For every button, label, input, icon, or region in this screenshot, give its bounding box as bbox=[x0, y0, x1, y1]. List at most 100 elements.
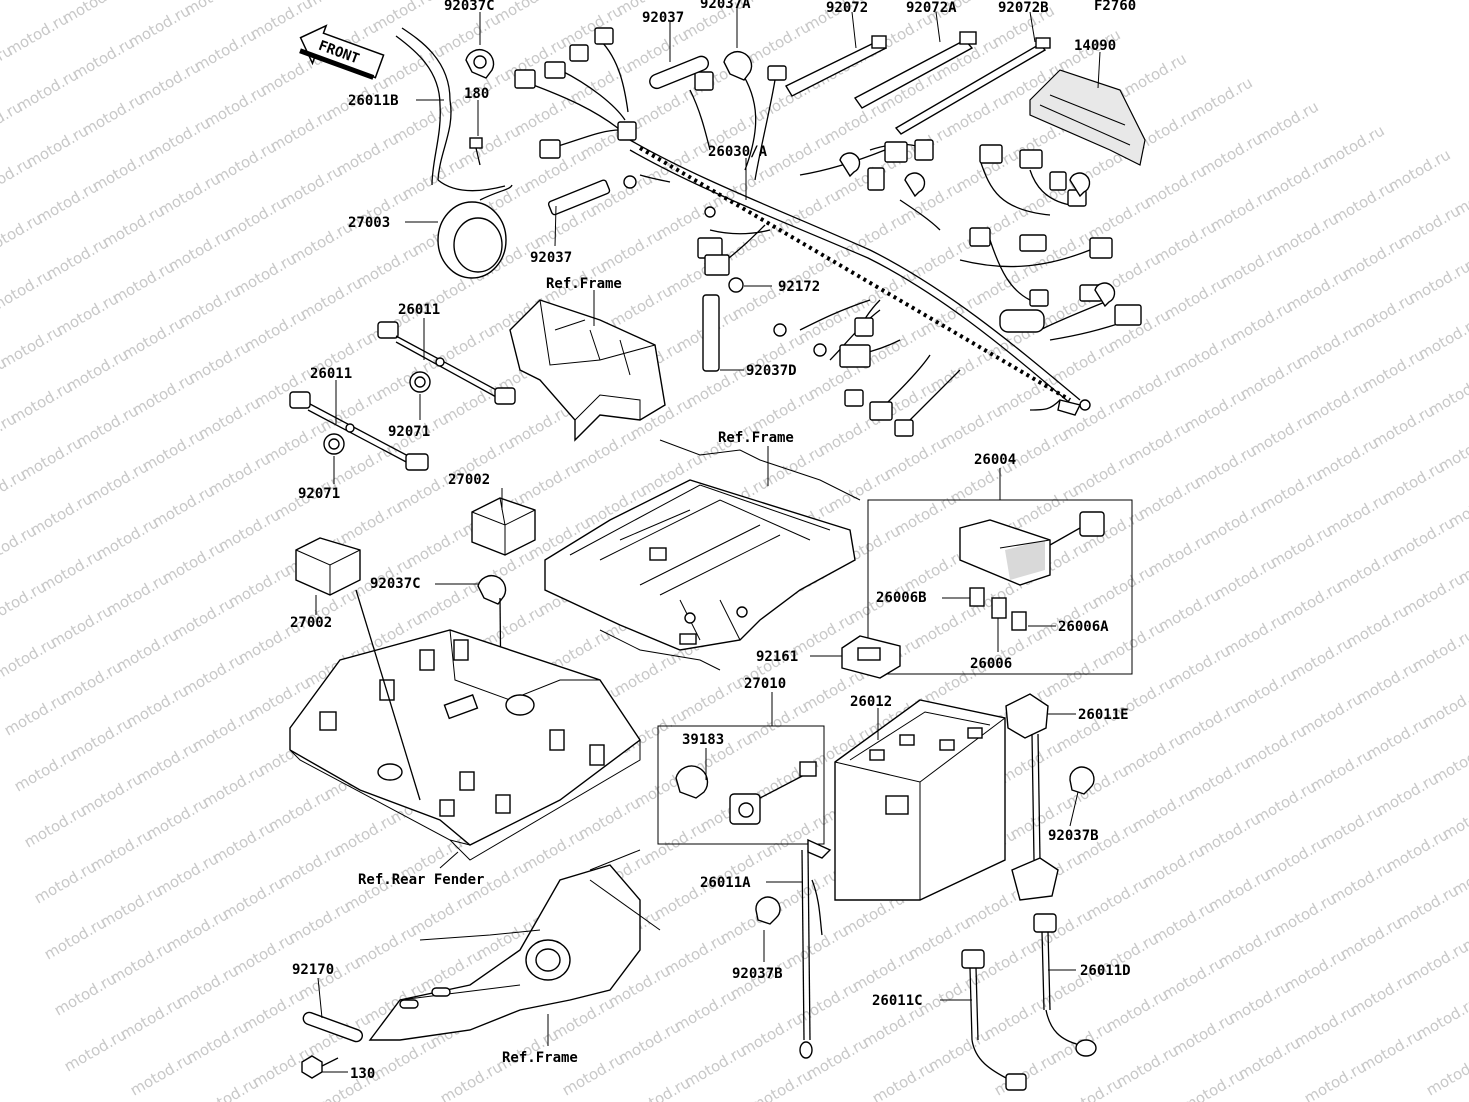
watermark-text: motod.ru bbox=[1369, 401, 1438, 451]
watermark-text: motod.ru bbox=[231, 249, 300, 299]
watermark-text: motod.ru bbox=[389, 97, 458, 147]
watermark-text: motod.ru bbox=[1195, 809, 1264, 859]
fusebox-26004 bbox=[959, 511, 1105, 586]
watermark-text: motod.ru bbox=[1049, 337, 1118, 387]
watermark-text: motod.ru bbox=[743, 697, 812, 747]
watermark-text: motod.ru bbox=[0, 577, 50, 627]
watermark-text: motod.ru bbox=[1343, 601, 1412, 651]
watermark-text: motod.ru bbox=[575, 793, 644, 843]
watermark-text: motod.ru bbox=[1125, 417, 1194, 467]
watermark-text: motod.ru bbox=[821, 97, 890, 147]
watermark-text: motod.ru bbox=[1161, 273, 1230, 323]
watermark-text: motod.ru bbox=[69, 33, 138, 83]
watermark-text: motod.ru bbox=[1113, 1041, 1182, 1091]
watermark-text: motod.ru bbox=[219, 873, 288, 923]
mid-frame bbox=[544, 439, 861, 671]
watermark-text: motod.ru bbox=[163, 905, 232, 955]
watermark-text: motod.ru bbox=[1149, 897, 1218, 947]
label-ref-rear-fender: Ref.Rear Fender bbox=[358, 872, 484, 888]
watermark-text: motod.ru bbox=[195, 393, 264, 443]
watermark-text: motod.ru bbox=[51, 969, 120, 1019]
band-92037d bbox=[702, 294, 720, 372]
label-26011e: 26011E bbox=[1078, 707, 1129, 723]
watermark-text: motod.ru bbox=[1347, 969, 1416, 1019]
watermark-text: motod.ru bbox=[1165, 641, 1234, 691]
watermark-text: motod.ru bbox=[57, 657, 126, 707]
watermark-text: motod.ru bbox=[143, 793, 212, 843]
watermark-text: motod.ru bbox=[87, 825, 156, 875]
label-92037b-right: 92037B bbox=[1048, 828, 1099, 844]
watermark-text: motod.ru bbox=[1287, 633, 1356, 683]
label-ref-frame-upper: Ref.Frame bbox=[546, 276, 622, 292]
clamp-92037a bbox=[723, 50, 753, 81]
watermark-text: motod.ru bbox=[1211, 553, 1280, 603]
watermark-text: motod.ru bbox=[1277, 577, 1346, 627]
tie-92072b bbox=[894, 37, 1051, 135]
watermark-text: motod.ru bbox=[1263, 153, 1332, 203]
watermark-text: motod.ru bbox=[183, 1017, 252, 1067]
watermark-text: motod.ru bbox=[1135, 473, 1204, 523]
watermark-text: motod.ru bbox=[125, 1, 194, 51]
watermark-text: motod.ru bbox=[179, 649, 248, 699]
battery-26012 bbox=[834, 699, 1006, 901]
watermark-text: motod.ru bbox=[63, 345, 132, 395]
watermark-text: motod.ru bbox=[1241, 721, 1310, 771]
watermark-text: motod.ru bbox=[795, 297, 864, 347]
relay-27002-b bbox=[295, 537, 361, 596]
watermark-text: motod.ru bbox=[265, 785, 334, 835]
watermark-text: motod.ru bbox=[297, 273, 366, 323]
watermark-text: motod.ru bbox=[403, 521, 472, 571]
watermark-text: motod.ru bbox=[1357, 1025, 1426, 1075]
watermark-text: motod.ru bbox=[337, 497, 406, 547]
watermark-text: motod.ru bbox=[1227, 297, 1296, 347]
watermark-text: motod.ru bbox=[155, 169, 224, 219]
watermark-text: motod.ru bbox=[173, 961, 242, 1011]
watermark-text: motod.ru bbox=[1185, 753, 1254, 803]
clamp-92037b-right bbox=[1069, 766, 1095, 795]
watermark-text: motod.ru bbox=[261, 417, 330, 467]
watermark-text: motod.ru bbox=[783, 921, 852, 971]
watermark-text: motod.ru bbox=[103, 569, 172, 619]
watermark-text: motod.ru bbox=[1, 689, 70, 739]
watermark-text: motod.ru bbox=[229, 929, 298, 979]
watermark-text: motod.ru bbox=[1197, 129, 1266, 179]
watermark-text: motod.ru bbox=[17, 433, 86, 483]
watermark-text: motod.ru bbox=[275, 841, 344, 891]
upper-frame-bracket bbox=[509, 299, 666, 442]
watermark-text: motod.ru bbox=[1069, 449, 1138, 499]
clip-39183 bbox=[675, 765, 709, 799]
watermark-text: motod.ru bbox=[113, 625, 182, 675]
watermark-text: motod.ru bbox=[1175, 697, 1244, 747]
watermark-text: motod.ru bbox=[1159, 953, 1228, 1003]
grommet-92071-b bbox=[323, 433, 345, 455]
watermark-text: motod.ru bbox=[1155, 585, 1224, 635]
lower-frame bbox=[368, 849, 661, 1041]
watermark-text: motod.ru bbox=[747, 1065, 816, 1102]
watermark-text: motod.ru bbox=[1363, 713, 1432, 763]
watermark-text: motod.ru bbox=[1085, 193, 1154, 243]
watermark-text: motod.ru bbox=[765, 129, 834, 179]
grommet-92071-a bbox=[409, 371, 431, 393]
watermark-text: motod.ru bbox=[0, 153, 36, 203]
watermark-text: motod.ru bbox=[1283, 265, 1352, 315]
watermark-text: motod.ru bbox=[165, 225, 234, 275]
watermark-text: motod.ru bbox=[97, 881, 166, 931]
watermark-text: motod.ru bbox=[1145, 529, 1214, 579]
watermark-text: motod.ru bbox=[0, 321, 66, 371]
tie-92072 bbox=[785, 35, 888, 97]
figure-code: F2760 bbox=[1094, 0, 1136, 14]
lead-26011e bbox=[1005, 693, 1059, 901]
watermark-text: motod.ru bbox=[1339, 233, 1408, 283]
watermark-text: motod.ru bbox=[677, 673, 746, 723]
watermark-text: motod.ru bbox=[1399, 569, 1468, 619]
label-26011-lower: 26011 bbox=[310, 366, 352, 382]
watermark-text: motod.ru bbox=[11, 745, 80, 795]
watermark-text: motod.ru bbox=[1231, 665, 1300, 715]
watermark-text: motod.ru bbox=[333, 129, 402, 179]
lead-26011d bbox=[1033, 913, 1097, 1057]
watermark-text: motod.ru bbox=[107, 937, 176, 987]
label-26011a: 26011A bbox=[700, 875, 751, 891]
label-27003: 27003 bbox=[348, 215, 390, 231]
label-26011d: 26011D bbox=[1080, 963, 1131, 979]
